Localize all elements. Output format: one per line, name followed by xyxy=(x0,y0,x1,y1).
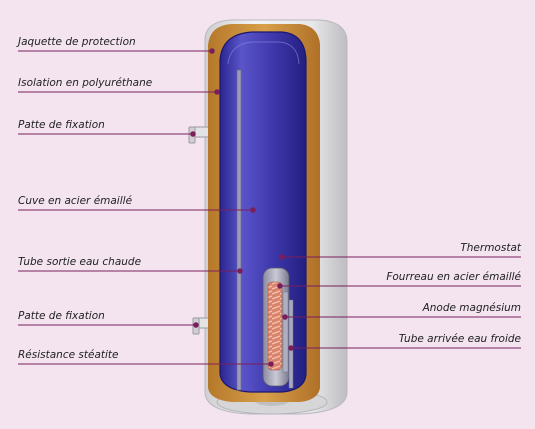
hot-water-outlet-tube xyxy=(236,69,242,391)
steatite-resistance xyxy=(267,281,283,371)
label-jaquette: Jaquette de protection xyxy=(18,36,136,48)
label-patte-bas: Patte de fixation xyxy=(18,310,105,322)
label-tube-sortie: Tube sortie eau chaude xyxy=(18,256,142,268)
label-tube-arrivee: Tube arrivée eau froide xyxy=(398,333,521,345)
magnesium-anode xyxy=(282,291,289,373)
cold-water-inlet-tube xyxy=(288,299,294,389)
label-anode: Anode magnésium xyxy=(422,302,521,314)
label-thermostat: Thermostat xyxy=(460,242,521,254)
leader-lines xyxy=(18,48,521,367)
label-isolation: Isolation en polyuréthane xyxy=(18,77,153,89)
label-cuve: Cuve en acier émaillé xyxy=(18,195,133,207)
label-resistance: Résistance stéatite xyxy=(18,349,119,361)
label-fourreau: Fourreau en acier émaillé xyxy=(386,271,521,283)
label-patte-haut: Patte de fixation xyxy=(18,119,105,131)
